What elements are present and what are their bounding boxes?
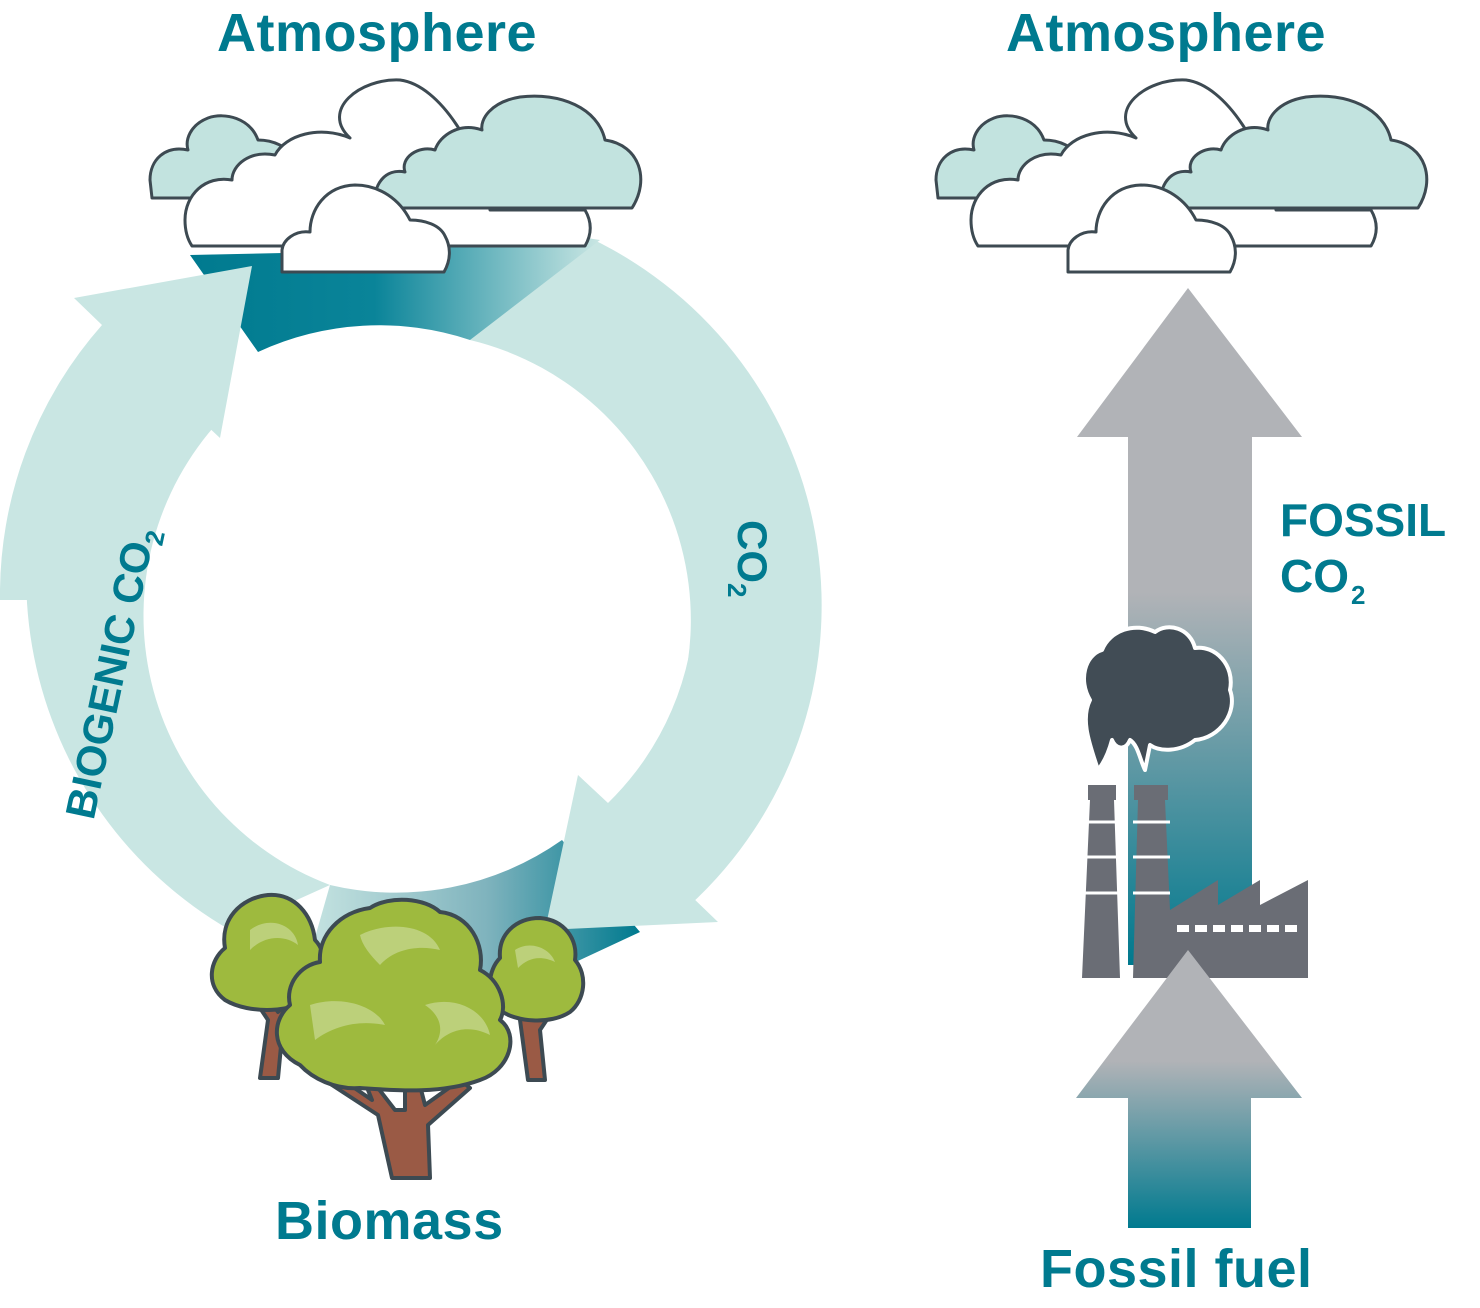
tree-right-highlight (515, 945, 555, 968)
fossil-co2-up-arrow (1077, 288, 1302, 965)
biomass-label: Biomass (275, 1191, 504, 1251)
tree-left-highlight (250, 922, 298, 950)
tree-center-highlight-1 (360, 926, 440, 965)
cloud-back-right-r (1159, 94, 1429, 210)
fossil-co2-main: CO (1280, 550, 1349, 602)
fossil-co2-line2: CO2 (1280, 548, 1446, 611)
fossil-co2-subscript: 2 (1351, 580, 1366, 610)
cloud-cluster-icon-right (934, 78, 1429, 274)
co2-arrowhead (545, 600, 816, 930)
cloud-front-r (1066, 183, 1237, 274)
fossil-fuel-label: Fossil fuel (1040, 1239, 1313, 1299)
biogenic-arrowhead (0, 266, 252, 600)
tree-center-highlight-3 (425, 1001, 490, 1045)
co2-right-text: CO2 (722, 520, 776, 597)
tree-center-crown (275, 897, 513, 1093)
cloud-back-right (373, 94, 643, 210)
atmosphere-title-right: Atmosphere (1006, 3, 1327, 63)
chimney-left (1082, 785, 1120, 978)
chimney-bands (1084, 820, 1170, 895)
fossil-co2-label: FOSSIL CO2 (1280, 492, 1446, 611)
fossil-co2-line1: FOSSIL (1280, 494, 1447, 546)
fossil-fuel-up-arrow (1076, 950, 1302, 1228)
tree-center-highlight-2 (310, 1001, 385, 1040)
factory-icon (1082, 625, 1308, 978)
co2-label-right: CO2 (722, 520, 776, 597)
smoke-icon (1082, 625, 1234, 772)
cloud-cluster-icon-left (148, 78, 643, 274)
trees-icon (209, 892, 586, 1180)
cloud-front (280, 183, 451, 274)
factory-windows (1177, 925, 1297, 932)
carbon-cycle-ring (0, 234, 822, 1003)
tree-right-crown (487, 916, 586, 1023)
atmosphere-title-left: Atmosphere (217, 3, 538, 63)
chimney-right (1133, 785, 1308, 978)
